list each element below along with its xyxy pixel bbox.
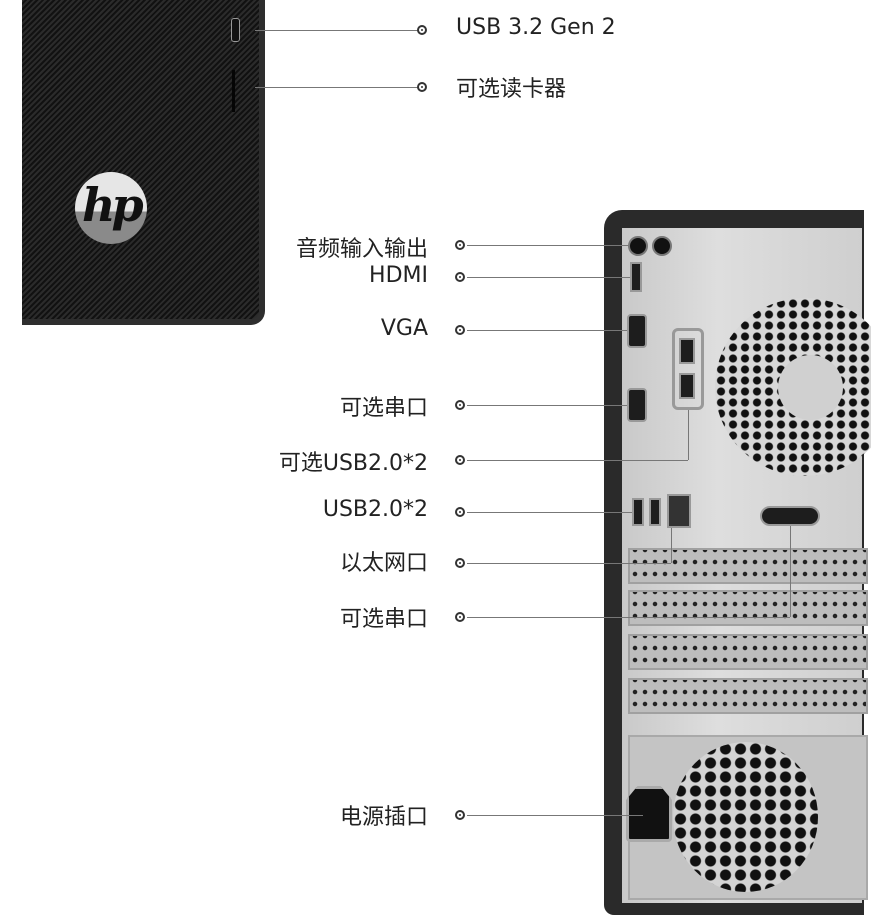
usb-port — [679, 373, 695, 399]
callout-dot — [455, 558, 465, 568]
label-hdmi: HDMI — [369, 263, 428, 288]
label-serial-1: 可选串口 — [339, 396, 428, 421]
callout-dot — [455, 455, 465, 465]
usb-port-front — [231, 18, 240, 42]
callout-line — [467, 563, 671, 564]
callout-line — [467, 405, 627, 406]
label-power: 电源插口 — [339, 805, 428, 830]
callout-dot — [455, 400, 465, 410]
power-socket — [626, 786, 672, 842]
hdmi-port — [630, 262, 642, 292]
callout-dot — [455, 612, 465, 622]
label-card-reader: 可选读卡器 — [456, 77, 567, 102]
serial-port-2 — [760, 506, 820, 526]
psu-fan-grill — [673, 742, 818, 892]
pc-front-panel — [22, 0, 265, 325]
expansion-slot — [628, 590, 868, 626]
label-audio: 音频输入输出 — [295, 237, 428, 262]
callout-line — [255, 87, 420, 88]
ethernet-port — [667, 494, 691, 528]
label-optional-usb: 可选USB2.0*2 — [278, 451, 428, 476]
usb-port — [632, 498, 644, 526]
callout-dot — [455, 272, 465, 282]
expansion-slot — [628, 548, 868, 584]
audio-jack — [628, 236, 648, 256]
callout-dot — [417, 25, 427, 35]
callout-line — [467, 617, 790, 618]
label-usb32: USB 3.2 Gen 2 — [456, 15, 616, 40]
callout-dot — [417, 82, 427, 92]
usb-port — [649, 498, 661, 526]
callout-line — [467, 815, 643, 816]
fan-hub — [778, 355, 843, 420]
callout-line — [688, 410, 689, 460]
vga-port — [627, 314, 647, 348]
callout-dot — [455, 325, 465, 335]
label-usb20: USB2.0*2 — [322, 497, 428, 522]
callout-line — [790, 526, 791, 617]
expansion-slot — [628, 634, 868, 670]
callout-line — [671, 528, 672, 563]
callout-line — [467, 277, 630, 278]
optional-usb-bracket — [672, 328, 704, 410]
callout-dot — [455, 240, 465, 250]
label-vga: VGA — [380, 316, 428, 341]
card-reader-slot — [232, 70, 235, 112]
label-ethernet: 以太网口 — [339, 551, 428, 576]
usb-port — [679, 338, 695, 364]
audio-jack — [652, 236, 672, 256]
callout-line — [255, 30, 420, 31]
hp-logo — [75, 172, 147, 244]
callout-line — [467, 245, 629, 246]
callout-line — [467, 512, 632, 513]
hp-logo-text: hp — [82, 178, 144, 232]
expansion-slot — [628, 678, 868, 714]
label-serial-2: 可选串口 — [339, 607, 428, 632]
callout-dot — [455, 810, 465, 820]
callout-dot — [455, 507, 465, 517]
callout-line — [467, 330, 627, 331]
callout-line — [467, 460, 688, 461]
serial-port — [627, 388, 647, 422]
